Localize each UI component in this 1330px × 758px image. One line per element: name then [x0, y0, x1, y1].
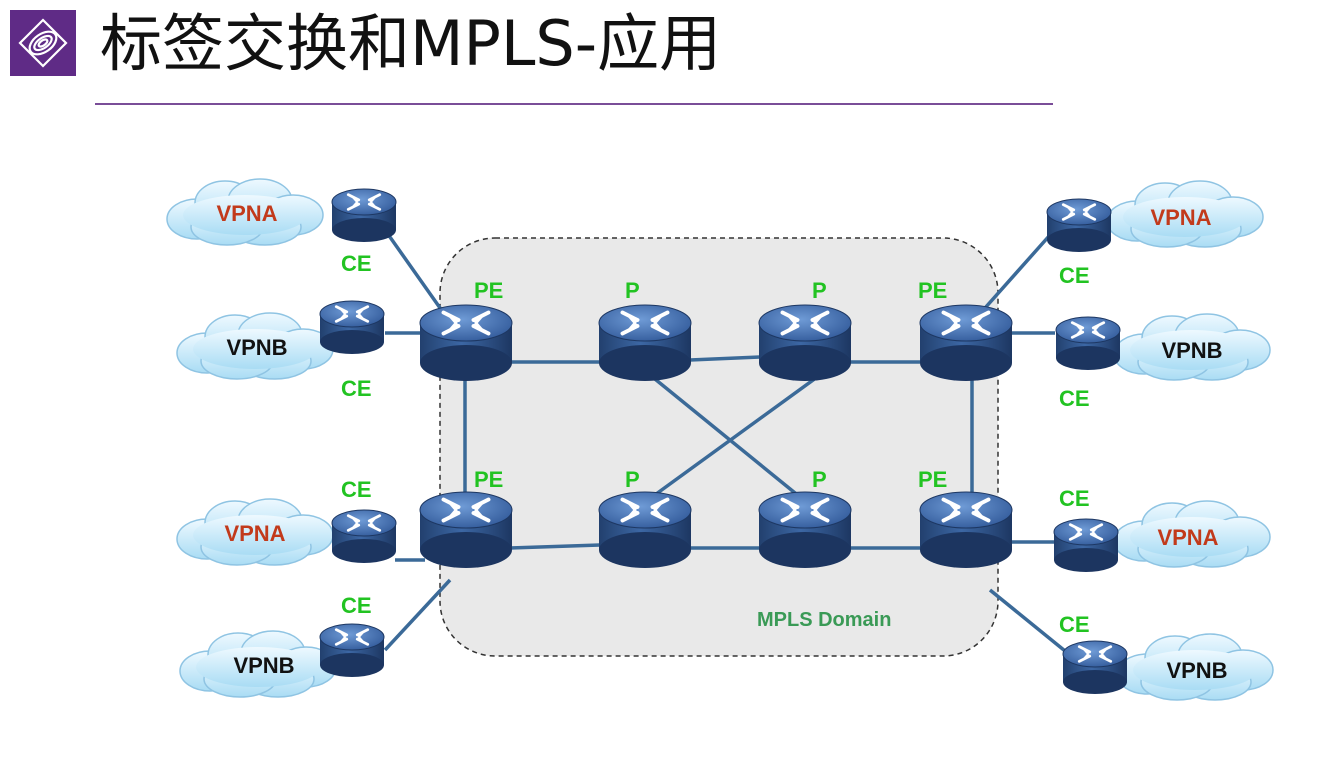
pe-label-top-right: PE [918, 278, 947, 303]
ce-label: CE [341, 251, 372, 276]
pe-label-bottom-right: PE [918, 467, 947, 492]
p-label-top-1: P [625, 278, 640, 303]
network-links [383, 228, 1072, 657]
p-label-bottom-2: P [812, 467, 827, 492]
cloud-label: VPNA [224, 521, 285, 546]
cloud-vpnb-left-top: VPNB [176, 312, 334, 380]
cloud-label: VPNA [1157, 525, 1218, 550]
ce-label: CE [1059, 263, 1090, 288]
ce-label: CE [1059, 386, 1090, 411]
cloud-vpnb-right-bottom: VPNB [1116, 633, 1274, 701]
p-router-icon [599, 492, 691, 568]
diamond-rings-logo-icon [18, 18, 68, 68]
ce-router-icon [1047, 199, 1111, 252]
page-title: 标签交换和MPLS-应用 [100, 7, 722, 80]
ce-label: CE [1059, 486, 1090, 511]
cloud-vpna-right-bottom: VPNA [1113, 500, 1271, 568]
title-divider [95, 103, 1053, 105]
mpls-domain-label: MPLS Domain [757, 609, 891, 631]
p-router-icon [759, 305, 851, 381]
ce-router-icon [332, 189, 396, 242]
ce-router-icon [1063, 641, 1127, 694]
cloud-label: VPNA [216, 201, 277, 226]
cloud-vpna-left-top: VPNA [166, 178, 324, 246]
pe-router-icon [920, 305, 1012, 381]
cloud-vpna-right-top: VPNA [1106, 180, 1264, 248]
ce-label: CE [1059, 612, 1090, 637]
pe-router-icon [920, 492, 1012, 568]
cloud-vpnb-left-bottom: VPNB [179, 630, 337, 698]
ce-router-icon [320, 301, 384, 354]
ce-label: CE [341, 376, 372, 401]
p-router-icon [759, 492, 851, 568]
ce-router-icon [320, 624, 384, 677]
cloud-vpna-left-bottom: VPNA [176, 498, 334, 566]
brand-logo [10, 10, 76, 76]
ce-label: CE [341, 593, 372, 618]
cloud-label: VPNB [1166, 658, 1227, 683]
ce-router-icon [1056, 317, 1120, 370]
pe-label-bottom-left: PE [474, 467, 503, 492]
p-label-top-2: P [812, 278, 827, 303]
cloud-vpnb-right-top: VPNB [1113, 313, 1271, 381]
cloud-label: VPNB [233, 653, 294, 678]
p-router-icon [599, 305, 691, 381]
ce-label: CE [341, 477, 372, 502]
pe-router-icon [420, 492, 512, 568]
ce-router-icon [1054, 519, 1118, 572]
pe-router-icon [420, 305, 512, 381]
cloud-label: VPNB [226, 335, 287, 360]
cloud-label: VPNA [1150, 205, 1211, 230]
cloud-label: VPNB [1161, 338, 1222, 363]
ce-router-icon [332, 510, 396, 563]
pe-label-top-left: PE [474, 278, 503, 303]
p-label-bottom-1: P [625, 467, 640, 492]
